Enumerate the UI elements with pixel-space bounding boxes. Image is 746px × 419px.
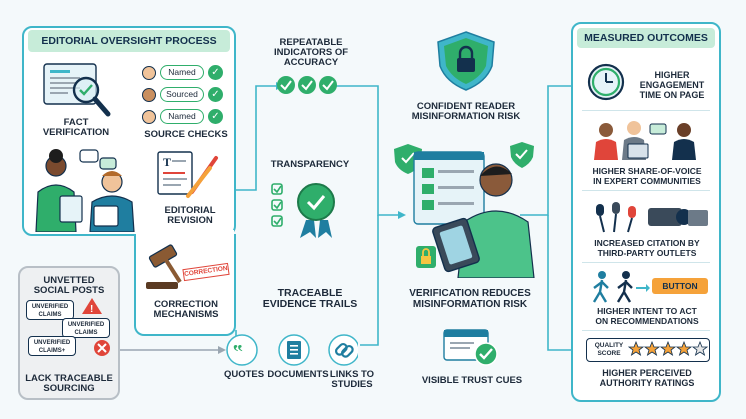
gavel-icon <box>146 244 182 289</box>
connector-center-to-outcomes-low <box>547 215 572 351</box>
correction-mechanisms-label: CORRECTION MECHANISMS <box>153 299 219 320</box>
avatar-icon <box>142 110 156 124</box>
source-badge: Sourced <box>160 87 204 102</box>
people-walking-icon <box>592 271 650 303</box>
links-to-studies-label: LINKS TO STUDIES <box>329 369 375 390</box>
check-icon: ✓ <box>208 87 223 102</box>
outcome-label: HIGHER PERCEIVED AUTHORITY RATINGS <box>599 368 695 388</box>
arrowhead-2 <box>398 211 406 219</box>
documents-label: DOCUMENTS <box>267 369 329 380</box>
transparency-badge-icon <box>271 183 335 238</box>
traceable-evidence-label: TRACEABLE EVIDENCE TRAILS <box>262 287 358 310</box>
measured-outcomes-header <box>577 28 715 48</box>
fact-verification-label: FACT VERIFICATION <box>42 117 110 138</box>
measured-outcomes-title: MEASURED OUTCOMES <box>584 32 708 44</box>
verification-reduces-label: VERIFICATION REDUCES MISINFORMATION RISK <box>409 288 531 310</box>
shield-lock-icon <box>437 31 495 91</box>
fact-verification-icon <box>43 63 111 117</box>
connector-trails-to-center <box>360 215 379 346</box>
avatar-icon <box>142 66 156 80</box>
media-microphones-icon <box>596 202 708 233</box>
star-rating-icon <box>628 341 708 356</box>
repeatable-indicators-label: REPEATABLE INDICATORS OF ACCURACY <box>273 37 349 68</box>
editorial-revision-icon: T <box>157 151 218 198</box>
expert-community-illustration <box>594 121 696 160</box>
editorial-oversight-header <box>28 30 230 52</box>
connector-center-to-outcomes <box>520 85 572 216</box>
quotes-label: QUOTES <box>223 369 265 380</box>
editors-illustration <box>35 149 135 232</box>
editorial-revision-label: EDITORIAL REVISION <box>164 205 216 226</box>
check-icon: ✓ <box>208 109 223 124</box>
outcome-label: INCREASED CITATION BY THIRD-PARTY OUTLET… <box>594 238 700 258</box>
source-badge: Named <box>160 109 204 124</box>
source-badge: Named <box>160 65 204 80</box>
unverified-claim-card: UNVERIFIED CLAIMS <box>62 318 110 338</box>
clock-icon <box>587 63 625 101</box>
svg-text:T: T <box>163 155 171 169</box>
outcome-label: HIGHER ENGAGEMENT TIME ON PAGE <box>639 70 705 100</box>
arrowhead-5 <box>218 346 226 354</box>
cta-button[interactable]: BUTTON <box>652 278 708 294</box>
warning-icons: ! <box>82 298 110 356</box>
outcome-label: HIGHER SHARE-OF-VOICE IN EXPERT COMMUNIT… <box>592 166 702 186</box>
avatar-icon <box>142 88 156 102</box>
check-icon: ✓ <box>208 65 223 80</box>
lack-traceable-sourcing-label: LACK TRACEABLE SOURCING <box>25 373 113 394</box>
quality-score-label: QUALITY SCORE <box>594 342 624 357</box>
connector-indicators-to-center <box>330 85 398 216</box>
unverified-claim-card: UNVERIFIED CLAIMS <box>26 300 74 320</box>
source-badges: Named ✓ Sourced ✓ Named ✓ <box>142 64 232 126</box>
unverified-claim-card: UNVERIFIED CLAIMS+ <box>28 336 76 356</box>
outcome-label: HIGHER INTENT TO ACT ON RECOMMENDATIONS <box>595 306 699 326</box>
svg-text:!: ! <box>90 304 93 315</box>
transparency-label: TRANSPARENCY <box>270 159 350 170</box>
source-checks-label: SOURCE CHECKS <box>144 129 228 140</box>
visible-trust-cues-label: VISIBLE TRUST CUES <box>421 375 523 386</box>
connector-oversight-to-indicators <box>236 85 276 191</box>
quality-score-card <box>586 338 710 362</box>
unvetted-title: UNVETTED SOCIAL POSTS <box>33 275 105 296</box>
evidence-icons: ‟ <box>226 334 358 366</box>
browser-check-icon <box>443 329 498 366</box>
editorial-oversight-title: EDITORIAL OVERSIGHT PROCESS <box>41 35 217 47</box>
confident-reader-label: CONFIDENT READER MISINFORMATION RISK <box>411 101 521 122</box>
check-icons-row <box>277 76 337 94</box>
svg-text:‟: ‟ <box>233 341 243 363</box>
reader-with-tablet-illustration <box>394 142 535 278</box>
